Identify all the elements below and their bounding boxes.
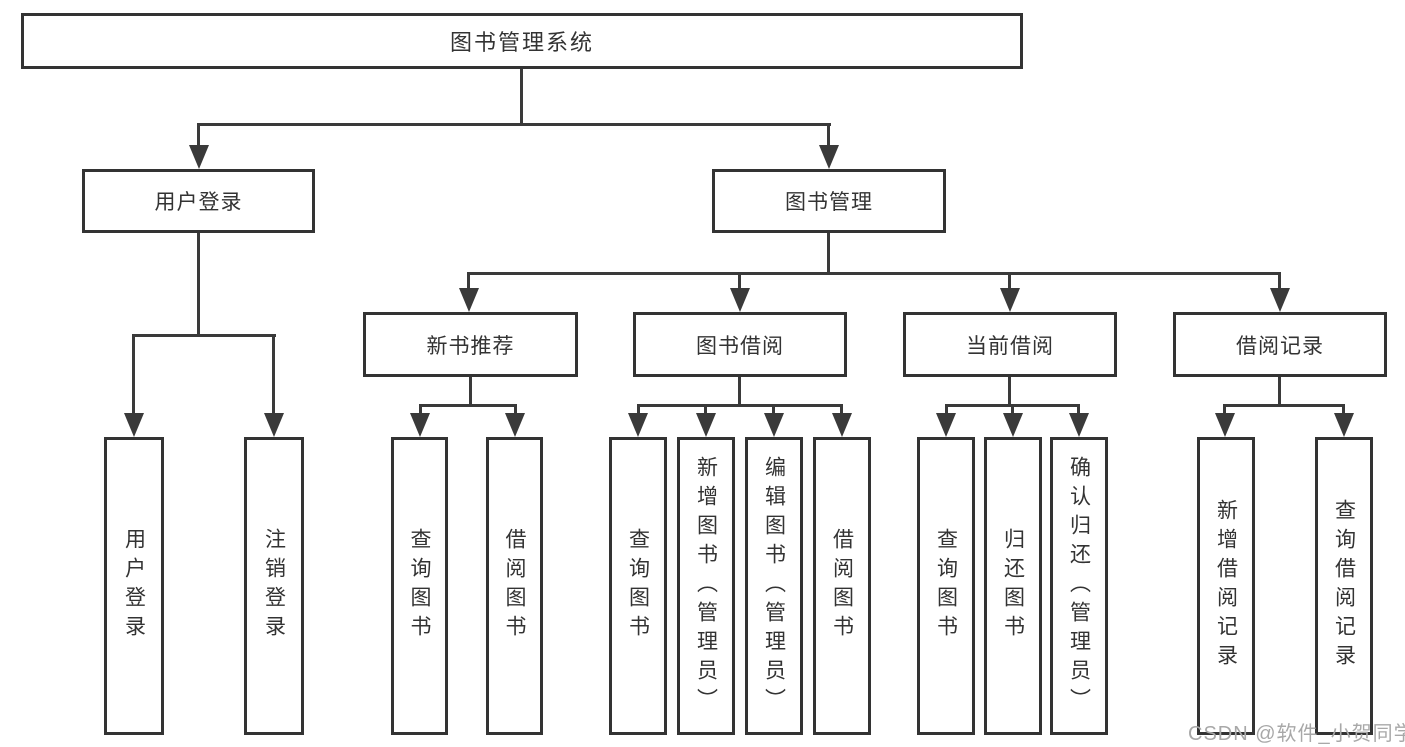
arrowhead-leaf3 (410, 413, 430, 437)
connector-book-mgmt-stem (827, 233, 830, 275)
connector-leaf7-drop (772, 404, 775, 415)
arrowhead-leaf4 (505, 413, 525, 437)
arrowhead-newbook (459, 288, 479, 312)
arrowhead-borrow (730, 288, 750, 312)
node-borrow-record-label: 借阅记录 (1236, 334, 1324, 358)
csdn-watermark: CSDN @软件_小贺同学 (1188, 723, 1405, 745)
connector-leaf4-drop (514, 404, 517, 415)
connector-root-stem (520, 69, 523, 126)
connector-leaf3-drop (419, 404, 422, 415)
connector-leaf6-drop (704, 404, 707, 415)
connector-leaf11-drop (1077, 404, 1080, 415)
connector-book-mgmt-drop (827, 123, 830, 147)
node-root: 图书管理系统 (21, 13, 1023, 69)
connector-leaf12-drop (1223, 404, 1226, 415)
connector-g3-rail (637, 404, 843, 407)
node-root-label: 图书管理系统 (449, 30, 594, 55)
connector-g3-stem (738, 377, 741, 407)
connector-g2-rail (419, 404, 517, 407)
arrowhead-user-login (189, 145, 209, 169)
leaf-borrow-book-2: 借阅图书 (813, 437, 871, 735)
arrowhead-leaf10 (1003, 413, 1023, 437)
connector-leaf9-drop (945, 404, 948, 415)
connector-leaf1-drop (132, 334, 135, 415)
leaf-query-book-3-label: 查询图书 (934, 528, 958, 644)
node-current-borrow-label: 当前借阅 (966, 334, 1054, 358)
leaf-borrow-book-2-label: 借阅图书 (830, 528, 854, 644)
leaf-add-borrow-record-label: 新增借阅记录 (1214, 499, 1238, 673)
connector-leaf13-drop (1342, 404, 1345, 415)
arrowhead-leaf1 (124, 413, 144, 437)
arrowhead-leaf12 (1215, 413, 1235, 437)
leaf-edit-book-admin: 编辑图书（管理员） (745, 437, 803, 735)
leaf-add-book-admin: 新增图书（管理员） (677, 437, 735, 735)
leaf-logout: 注销登录 (244, 437, 304, 735)
connector-borrow-drop (738, 272, 741, 292)
arrowhead-record (1270, 288, 1290, 312)
arrowhead-leaf5 (628, 413, 648, 437)
leaf-query-book-2-label: 查询图书 (626, 528, 650, 644)
connector-g5-stem (1278, 377, 1281, 407)
leaf-query-book-1: 查询图书 (391, 437, 448, 735)
leaf-query-book-2: 查询图书 (609, 437, 667, 735)
connector-g2-stem (469, 377, 472, 407)
connector-current-drop (1008, 272, 1011, 292)
node-book-borrow: 图书借阅 (633, 312, 847, 377)
leaf-user-login: 用户登录 (104, 437, 164, 735)
leaf-logout-label: 注销登录 (262, 528, 286, 644)
connector-leaf10-drop (1011, 404, 1014, 415)
node-new-book-recommend: 新书推荐 (363, 312, 578, 377)
arrowhead-leaf13 (1334, 413, 1354, 437)
node-user-login: 用户登录 (82, 169, 315, 233)
node-book-management: 图书管理 (712, 169, 946, 233)
arrowhead-leaf2 (264, 413, 284, 437)
leaf-add-borrow-record: 新增借阅记录 (1197, 437, 1255, 735)
connector-g5-rail (1223, 404, 1345, 407)
arrowhead-leaf11 (1069, 413, 1089, 437)
leaf-borrow-book-1-label: 借阅图书 (503, 528, 526, 644)
connector-leaf5-drop (637, 404, 640, 415)
node-book-borrow-label: 图书借阅 (696, 334, 784, 358)
arrowhead-leaf6 (696, 413, 716, 437)
leaf-confirm-return-admin-label: 确认归还（管理员） (1067, 455, 1091, 717)
node-book-management-label: 图书管理 (785, 191, 873, 214)
leaf-edit-book-admin-label: 编辑图书（管理员） (762, 455, 786, 717)
connector-level2-rail (197, 123, 831, 126)
arrowhead-book-mgmt (819, 145, 839, 169)
leaf-add-book-admin-label: 新增图书（管理员） (694, 455, 718, 717)
node-current-borrow: 当前借阅 (903, 312, 1117, 377)
node-borrow-record: 借阅记录 (1173, 312, 1387, 377)
connector-record-drop (1278, 272, 1281, 292)
connector-user-login-stem (197, 233, 200, 337)
leaf-query-borrow-record-label: 查询借阅记录 (1332, 499, 1356, 673)
leaf-query-book-3: 查询图书 (917, 437, 975, 735)
leaf-return-book: 归还图书 (984, 437, 1042, 735)
arrowhead-leaf9 (936, 413, 956, 437)
arrowhead-leaf8 (832, 413, 852, 437)
node-new-book-recommend-label: 新书推荐 (426, 334, 515, 358)
arrowhead-current (1000, 288, 1020, 312)
connector-user-login-rail (132, 334, 276, 337)
arrowhead-leaf7 (764, 413, 784, 437)
connector-g4-stem (1008, 377, 1011, 407)
connector-leaf2-drop (272, 334, 275, 415)
connector-user-login-drop (197, 123, 200, 147)
leaf-user-login-label: 用户登录 (122, 528, 146, 644)
leaf-return-book-label: 归还图书 (1001, 528, 1025, 644)
leaf-query-borrow-record: 查询借阅记录 (1315, 437, 1373, 735)
node-user-login-label: 用户登录 (154, 191, 243, 214)
connector-level3-rail (467, 272, 1281, 275)
leaf-confirm-return-admin: 确认归还（管理员） (1050, 437, 1108, 735)
connector-leaf8-drop (840, 404, 843, 415)
connector-newbook-drop (467, 272, 470, 292)
leaf-borrow-book-1: 借阅图书 (486, 437, 543, 735)
leaf-query-book-1-label: 查询图书 (408, 528, 431, 644)
